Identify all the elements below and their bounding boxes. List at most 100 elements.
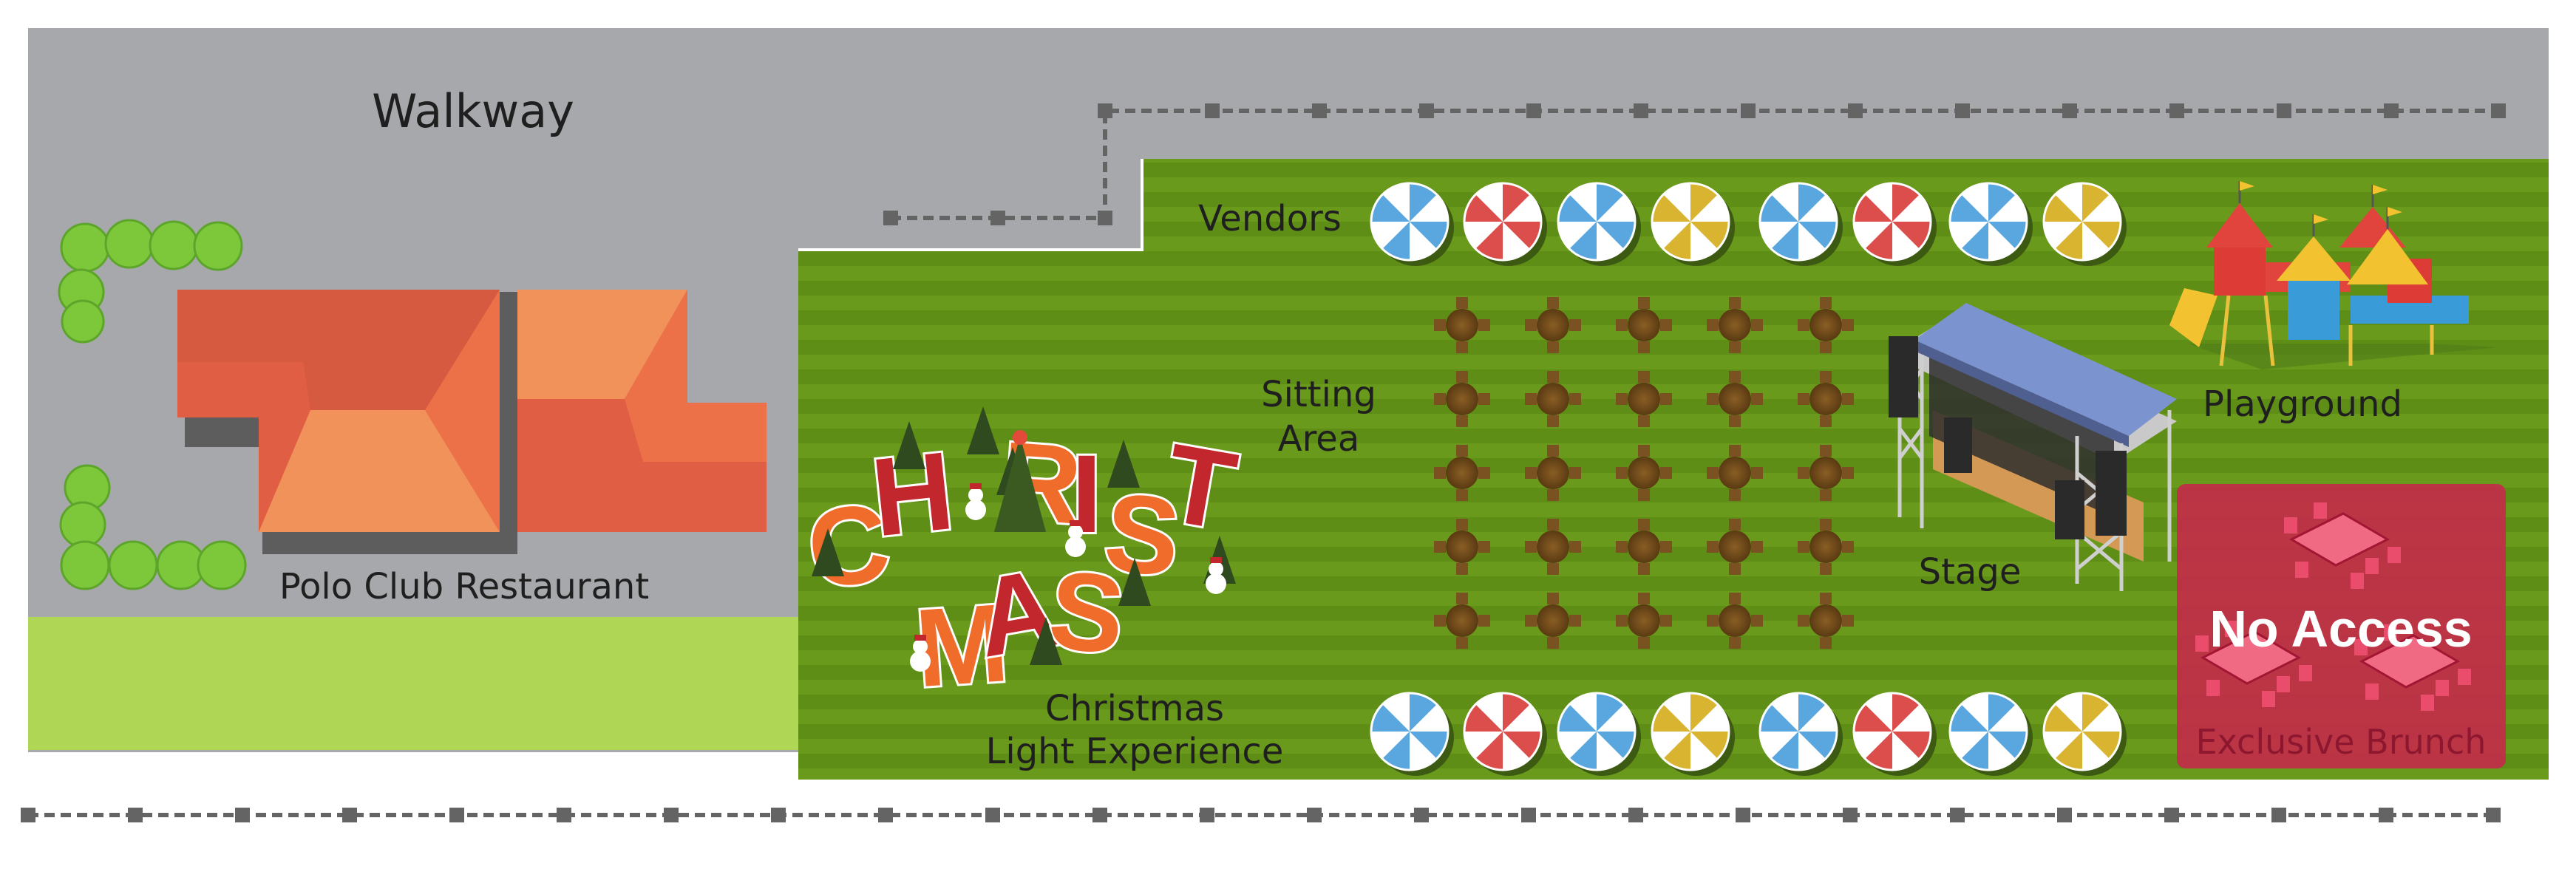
vendor-umbrella	[1852, 692, 1937, 776]
hedge-top	[58, 219, 243, 344]
fence-post	[1098, 211, 1112, 225]
seating-table	[1707, 297, 1763, 353]
fence-post	[664, 808, 679, 822]
fence-post	[1312, 103, 1327, 118]
pine-tree	[812, 528, 844, 576]
seating-table	[1525, 519, 1581, 575]
fence-post	[2379, 808, 2393, 822]
vendor-umbrella	[1370, 692, 1454, 776]
fence-post	[1950, 808, 1965, 822]
fence-post	[990, 211, 1005, 225]
vendor-umbrella	[1463, 182, 1547, 266]
fence-post	[235, 808, 250, 822]
hedge-bottom	[59, 464, 247, 590]
seating-table	[1707, 519, 1763, 575]
fence-post	[449, 808, 464, 822]
ornament	[1013, 430, 1027, 445]
lawn-area	[28, 617, 801, 750]
vendor-umbrella	[2042, 692, 2127, 776]
sitting-area-tables	[1434, 297, 1854, 649]
fence-post	[1736, 808, 1750, 822]
fence-post	[21, 808, 35, 822]
seating-table	[1798, 519, 1854, 575]
fence-post	[2169, 103, 2184, 118]
playground-structure	[2169, 181, 2498, 369]
vendor-umbrella	[1557, 182, 1641, 266]
fence-posts-bottom	[21, 808, 2501, 822]
seating-table	[1525, 445, 1581, 501]
christmas-label-line2: Light Experience	[986, 731, 1284, 772]
fence-post	[557, 808, 571, 822]
pine-tree	[1107, 440, 1140, 488]
christmas-letter: M	[911, 580, 1012, 710]
vendor-umbrella	[1651, 692, 1735, 776]
seating-table	[1798, 593, 1854, 649]
stage-label: Stage	[1919, 551, 2022, 593]
snowman	[1206, 557, 1226, 594]
seating-table	[1616, 297, 1672, 353]
walkway-label: Walkway	[372, 84, 574, 138]
seating-table	[1798, 297, 1854, 353]
vendor-stalls	[1370, 182, 2127, 776]
event-grass-area	[798, 159, 2549, 780]
fence-post	[1205, 103, 1220, 118]
snowman	[965, 483, 986, 520]
pine-tree	[1118, 558, 1151, 606]
seating-table	[1707, 445, 1763, 501]
sitting-area-label-line2: Area	[1278, 418, 1359, 460]
fence-post	[1307, 808, 1322, 822]
vendor-umbrella	[1463, 692, 1547, 776]
fence-post	[1092, 808, 1107, 822]
exclusive-brunch-zone	[2177, 484, 2506, 768]
seating-table	[1707, 371, 1763, 427]
seating-table	[1798, 445, 1854, 501]
seating-table	[1434, 519, 1490, 575]
pine-tree	[967, 406, 999, 454]
fence-post	[1955, 103, 1970, 118]
seating-table	[1616, 519, 1672, 575]
seating-table	[1616, 371, 1672, 427]
fence-post	[1848, 103, 1863, 118]
fence-post	[128, 808, 143, 822]
fence-post	[2271, 808, 2286, 822]
vendor-umbrella	[2042, 182, 2127, 266]
fence-post	[1414, 808, 1429, 822]
vendor-umbrella	[1370, 182, 1454, 266]
vendor-umbrella	[1758, 692, 1843, 776]
seating-table	[1616, 593, 1672, 649]
christmas-label-line1: Christmas	[1045, 688, 1224, 729]
vendor-umbrella	[1651, 182, 1735, 266]
fence-post	[2062, 103, 2077, 118]
fence-post	[771, 808, 786, 822]
fence-post	[1741, 103, 1756, 118]
vendor-umbrella	[1557, 692, 1641, 776]
snowman	[910, 635, 931, 672]
christmas-letter: S	[1099, 469, 1186, 601]
snowman	[1065, 520, 1086, 557]
restaurant-building	[177, 290, 767, 554]
fence-post	[1098, 103, 1112, 118]
seating-table	[1707, 593, 1763, 649]
vendors-label: Vendors	[1198, 198, 1342, 239]
vendor-umbrella	[1948, 182, 2033, 266]
vendor-umbrella	[1852, 182, 1937, 266]
seating-table	[1434, 371, 1490, 427]
stage-structure	[1889, 303, 2177, 591]
fence-post	[2384, 103, 2399, 118]
fence-post	[342, 808, 357, 822]
brunch-table	[2354, 624, 2471, 711]
restaurant-label: Polo Club Restaurant	[279, 566, 649, 607]
vendor-umbrella	[1948, 692, 2033, 776]
seating-table	[1616, 445, 1672, 501]
christmas-letter: C	[800, 479, 897, 613]
fence-post	[1526, 103, 1541, 118]
fence-post	[1200, 808, 1214, 822]
fence-post	[878, 808, 893, 822]
fence-post	[2164, 808, 2179, 822]
exclusive-brunch-label: Exclusive Brunch	[2196, 722, 2487, 762]
seating-table	[1525, 371, 1581, 427]
brunch-table	[2284, 502, 2401, 589]
brunch-table	[2195, 621, 2312, 707]
fence-post	[1521, 808, 1536, 822]
